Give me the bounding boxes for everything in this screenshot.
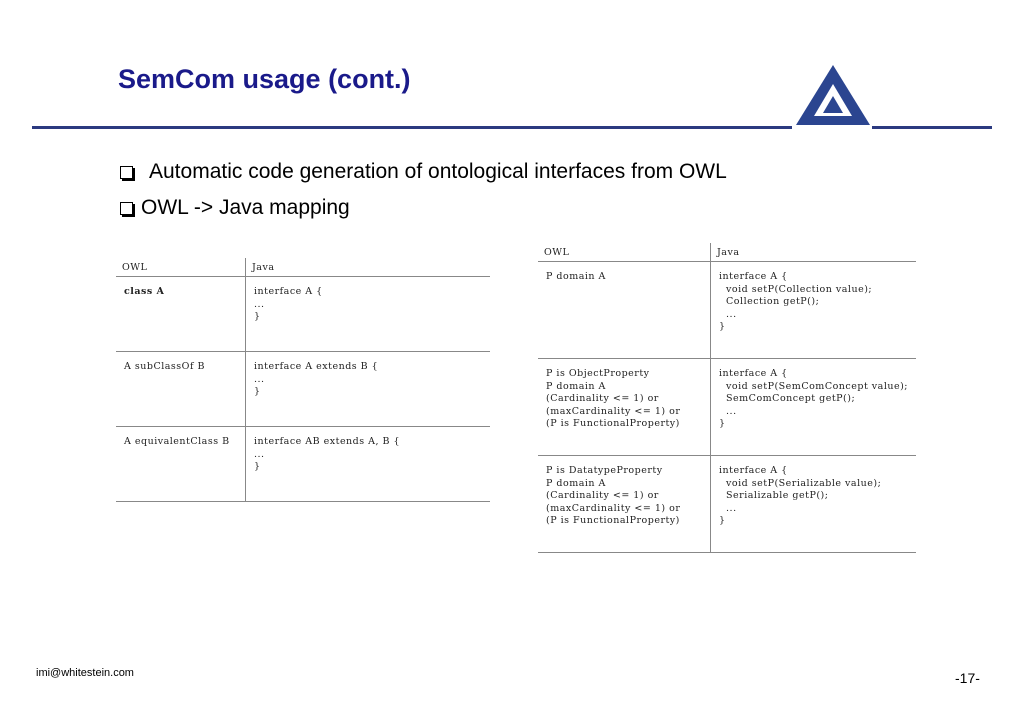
owl-line: (P is FunctionalProperty)	[546, 515, 680, 526]
footer-email: imi@whitestein.com	[36, 667, 134, 679]
slide-title: SemCom usage (cont.)	[118, 64, 411, 94]
owl-line: (maxCardinality <= 1) or	[546, 405, 681, 417]
owl-cell: A equivalentClass B	[116, 426, 246, 502]
java-line: Serializable getP();	[719, 490, 829, 501]
java-line: void setP(SemComConcept value);	[719, 380, 908, 392]
owl-line: A equivalentClass B	[124, 436, 230, 447]
java-line: interface A {	[719, 368, 788, 379]
owl-line: (Cardinality <= 1) or	[546, 393, 659, 404]
column-header-owl: OWL	[538, 243, 711, 262]
table-row: A subClassOf B interface A extends B { .…	[116, 351, 490, 427]
owl-line: (P is FunctionalProperty)	[546, 418, 680, 429]
table-row: class A interface A { ... }	[116, 276, 490, 352]
owl-line: P domain A	[546, 380, 606, 392]
java-line: }	[719, 418, 726, 429]
bullet-item: OWL -> Java mapping	[120, 190, 727, 226]
java-line: ...	[719, 502, 737, 514]
java-line: }	[254, 461, 261, 472]
bullet-text: Automatic code generation of ontological…	[149, 160, 727, 183]
owl-java-property-mapping-table: OWL Java P domain A interface A { void s…	[538, 243, 916, 553]
java-line: ...	[719, 308, 737, 320]
column-header-java: Java	[710, 243, 916, 262]
column-header-java: Java	[245, 258, 490, 277]
java-cell: interface AB extends A, B { ... }	[245, 426, 490, 502]
owl-line: P domain A	[546, 477, 606, 489]
java-line: }	[719, 515, 726, 526]
owl-line: P is DatatypeProperty	[546, 465, 663, 476]
owl-line: A subClassOf B	[124, 361, 205, 372]
table-row: P domain A interface A { void setP(Colle…	[538, 261, 916, 359]
java-line: interface A extends B {	[254, 361, 379, 372]
page-number: -17-	[955, 670, 980, 686]
java-cell: interface A { void setP(Serializable val…	[710, 455, 916, 553]
java-line: ...	[719, 405, 737, 417]
owl-cell: class A	[116, 276, 246, 352]
owl-cell: P is ObjectProperty P domain A (Cardinal…	[538, 358, 711, 456]
java-line: ...	[254, 448, 265, 460]
bullet-list: Automatic code generation of ontological…	[120, 154, 727, 226]
checkbox-bullet-icon	[120, 201, 133, 215]
java-cell: interface A extends B { ... }	[245, 351, 490, 427]
java-line: }	[254, 386, 261, 397]
owl-cell: P domain A	[538, 261, 711, 359]
table-row: A equivalentClass B interface AB extends…	[116, 426, 490, 502]
java-line: }	[254, 311, 261, 322]
column-header-owl: OWL	[116, 258, 246, 277]
java-line: SemComConcept getP();	[719, 393, 856, 404]
bullet-item: Automatic code generation of ontological…	[120, 154, 727, 190]
owl-cell: P is DatatypeProperty P domain A (Cardin…	[538, 455, 711, 553]
java-line: interface A {	[254, 286, 323, 297]
owl-line: P domain A	[546, 271, 606, 282]
java-cell: interface A { void setP(Collection value…	[710, 261, 916, 359]
owl-cell: A subClassOf B	[116, 351, 246, 427]
table-row: P is ObjectProperty P domain A (Cardinal…	[538, 358, 916, 456]
title-rule-left	[32, 126, 792, 129]
java-line: void setP(Serializable value);	[719, 477, 882, 489]
java-line: interface AB extends A, B {	[254, 436, 401, 447]
java-line: interface A {	[719, 465, 788, 476]
checkbox-bullet-icon	[120, 165, 133, 179]
owl-line: (maxCardinality <= 1) or	[546, 502, 681, 514]
java-line: interface A {	[719, 271, 788, 282]
java-line: void setP(Collection value);	[719, 283, 873, 295]
java-cell: interface A { void setP(SemComConcept va…	[710, 358, 916, 456]
java-cell: interface A { ... }	[245, 276, 490, 352]
java-line: ...	[254, 373, 265, 385]
bullet-text: OWL -> Java mapping	[141, 196, 350, 219]
table-row: P is DatatypeProperty P domain A (Cardin…	[538, 455, 916, 553]
owl-line: P is ObjectProperty	[546, 368, 650, 379]
owl-line: (Cardinality <= 1) or	[546, 490, 659, 501]
java-line: ...	[254, 298, 265, 310]
java-line: Collection getP();	[719, 296, 820, 307]
owl-line: class A	[124, 286, 165, 297]
owl-java-class-mapping-table: OWL Java class A interface A { ... } A s…	[116, 258, 490, 502]
java-line: }	[719, 321, 726, 332]
title-rule-right	[872, 126, 992, 129]
company-logo-icon	[796, 65, 870, 125]
